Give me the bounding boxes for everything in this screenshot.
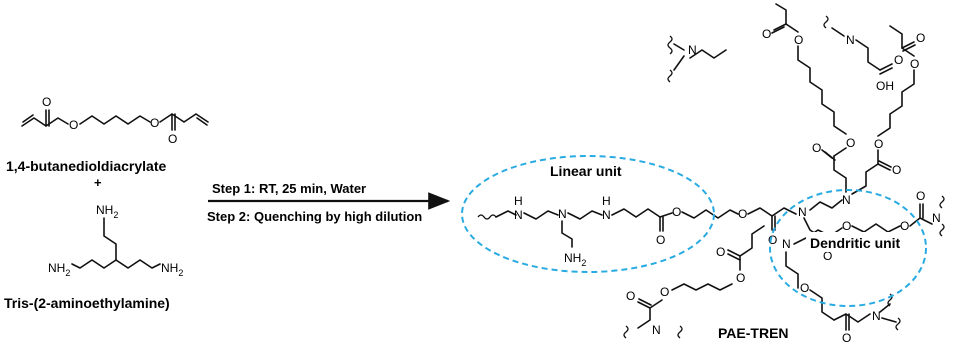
linear-ester-o2: O: [738, 207, 747, 221]
arm-ul-carbonyl-o2: O: [762, 27, 771, 41]
tren-nh2-left: NH2: [48, 261, 70, 278]
arm-ul-ester-o: O: [846, 136, 855, 150]
step1-condition: Step 1: RT, 25 min, Water: [212, 181, 366, 196]
dendritic-label-backdrop: [806, 232, 916, 252]
arm-ul-ester-o2: O: [794, 33, 803, 47]
diacrylate-label: 1,4-butanedioldiacrylate: [6, 158, 166, 174]
linear-pendant-nh2: NH2: [564, 251, 586, 268]
dendritic-ester-o2: O: [900, 219, 909, 233]
acid-oh: OH: [876, 79, 894, 93]
dendritic-ester-o: O: [842, 219, 851, 233]
diacrylate-carbonyl-o-right: O: [168, 132, 177, 146]
arm-ll-carbonyl-o: O: [716, 245, 725, 259]
diacrylate-ester-o-left: O: [69, 118, 78, 132]
linear-nh-h: H: [514, 194, 523, 208]
dendritic-terminal-n: N: [932, 211, 941, 225]
diacrylate-carbonyl-o-left: O: [42, 95, 51, 109]
product-structure: N H N NH2 N H O O O O N N O O O O: [477, 3, 945, 344]
diacrylate-structure: O O O O: [21, 95, 209, 146]
arm-ur-carbonyl-o2: O: [916, 31, 925, 45]
linear-carbonyl-o2: O: [768, 233, 777, 247]
linear-nh2-h: H: [602, 194, 611, 208]
linear-nh2-n: N: [602, 208, 611, 222]
arm-ur-ester-o2: O: [910, 57, 919, 71]
arm-ll-ester-o2: O: [660, 285, 669, 299]
dendritic-ester-o3: O: [800, 281, 809, 295]
dendritic-n: N: [782, 237, 791, 251]
linear-ester-o1: O: [672, 205, 681, 219]
diacrylate-ester-o-right: O: [150, 116, 159, 130]
tren-label: Tris-(2-aminoethylamine): [4, 295, 170, 311]
top-left-n: N: [688, 43, 697, 57]
branch-n-upper: N: [842, 193, 851, 207]
acid-carbonyl-o: O: [894, 53, 903, 67]
bottom-left-n: N: [652, 323, 661, 337]
tren-nh2-right: NH2: [161, 261, 183, 278]
arm-ur-ester-o: O: [874, 137, 883, 151]
dendritic-unit-label: Dendritic unit: [810, 235, 901, 251]
tren-structure: NH2 NH2 NH2: [48, 203, 183, 278]
linear-unit-label: Linear unit: [550, 163, 622, 179]
linear-unit-highlight: [461, 155, 715, 273]
arm-ul-carbonyl-o: O: [812, 141, 821, 155]
product-name-label: PAE-TREN: [718, 325, 789, 341]
bottom-right-n: N: [872, 309, 881, 323]
plus-sign: +: [94, 175, 102, 190]
tren-nh2-top: NH2: [96, 203, 118, 220]
branch-n-center: N: [798, 205, 807, 219]
linear-carbonyl-o: O: [656, 233, 665, 247]
arm-ll-carbonyl-o2: O: [626, 289, 635, 303]
top-right-n: N: [846, 33, 855, 47]
arm-ur-carbonyl-o: O: [892, 163, 901, 177]
step2-condition: Step 2: Quenching by high dilution: [207, 209, 422, 224]
dendritic-carbonyl-o: O: [823, 249, 832, 263]
arm-ll-ester-o: O: [736, 271, 745, 285]
linear-nh-n: N: [514, 208, 523, 222]
dendritic-unit-highlight: [769, 189, 927, 307]
linear-tertiary-n: N: [558, 207, 567, 221]
dendritic-carbonyl-o2: O: [916, 189, 925, 203]
bottom-right-carbonyl-o: O: [842, 331, 851, 344]
